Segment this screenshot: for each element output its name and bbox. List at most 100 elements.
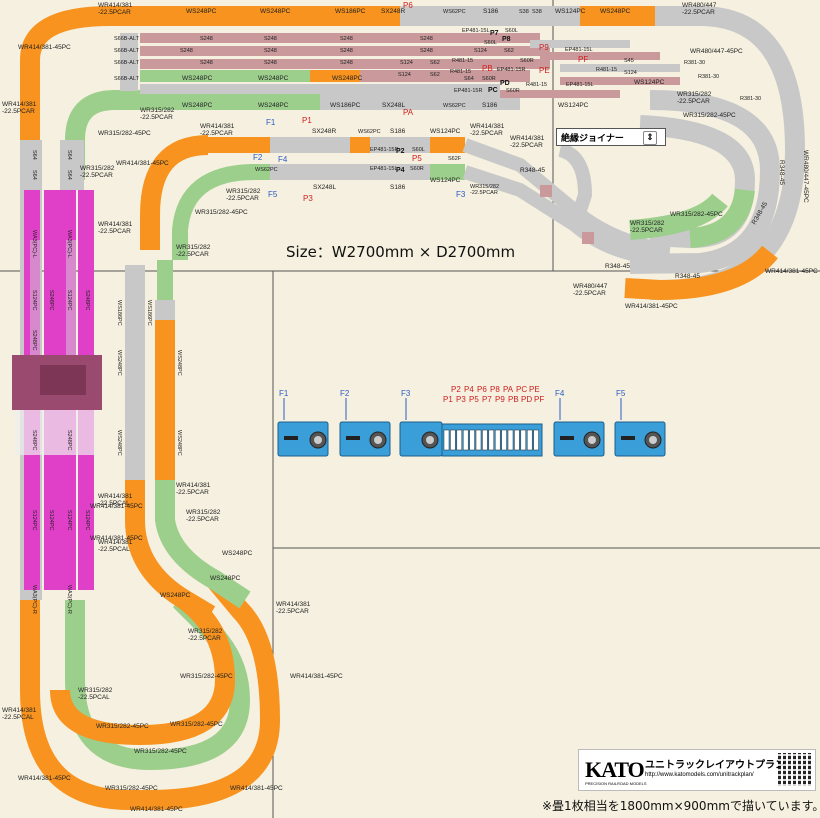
track-label: R381-30 [684, 60, 705, 66]
track-label: -22.5PCAR [510, 142, 543, 149]
track-label: WS248PC [222, 550, 253, 557]
turnout-switch-key[interactable] [494, 429, 501, 451]
power-pack-f2[interactable] [339, 421, 391, 457]
track-label: -22.5PCAL [2, 714, 34, 721]
track-label: WR315/282 [140, 107, 175, 114]
track-label: WS248PC [258, 102, 289, 109]
controller-f5-label: F5 [616, 389, 626, 398]
track-label: -22.5PCAR [682, 9, 715, 16]
brand-title: ユニトラックレイアウトプラン [645, 760, 785, 771]
feeder-label: F4 [278, 155, 288, 164]
track-label: WR315/282-45PC [195, 209, 248, 216]
track-label: -22.5PCAR [630, 227, 663, 234]
track-label: -22.5PCAR [80, 172, 113, 179]
track-label: WS248PC [600, 8, 631, 15]
point-label: P7 [490, 30, 499, 37]
turnout-labels-bottom: P1 P3 P5 P7 P9 PB PD PF [443, 395, 544, 404]
turnout-switch-key[interactable] [482, 429, 488, 451]
power-pack-f3[interactable] [399, 421, 443, 457]
layout-size-label: Size：W2700mm × D2700mm [286, 243, 516, 261]
track-label: EP481-15L [566, 82, 594, 88]
track-label: WR414/381 [2, 101, 37, 108]
center-vertical [50, 265, 251, 746]
turnout-switch-key[interactable] [507, 429, 514, 451]
turnout-switch-key[interactable] [456, 429, 463, 451]
track-label: S248 [340, 60, 353, 66]
track-label: WS248PC [186, 8, 217, 15]
track-label: WR315/282 [470, 184, 499, 190]
track-label: S124PC [31, 510, 37, 531]
turnout-switches [443, 429, 539, 451]
point-label: PD [500, 80, 510, 87]
track-label: WS62PC [358, 129, 381, 135]
track-label: WR315/282 [186, 509, 221, 516]
track-label: WS248PC [160, 592, 191, 599]
track-label: WR480/447 [573, 283, 608, 290]
track-label: WR315/282-45PC [683, 112, 736, 119]
brand-url[interactable]: http://www.katomodels.com/unitrackplan/ [645, 772, 754, 778]
power-pack-f5[interactable] [614, 421, 666, 457]
track-label: S64 [66, 150, 72, 160]
track-label: S124PC [66, 290, 72, 311]
switch-label: PA [503, 385, 514, 394]
track-label: WR414/381 [98, 493, 133, 500]
power-pack-f4[interactable] [553, 421, 605, 457]
turnout-switch-key[interactable] [443, 429, 450, 451]
track-label: WR414/381 [470, 123, 505, 130]
track-label: WA3(PC)-R [31, 585, 37, 614]
track-label: EP481-15R [370, 147, 398, 153]
track-label: S248PC [48, 290, 54, 311]
point-label: PB [482, 64, 493, 73]
track-label: R481-15 [450, 69, 471, 75]
track-label: WS248PC [210, 575, 241, 582]
kato-logo-sub: PRECISION RAILROAD MODELS [585, 781, 647, 786]
track-label: -22.5PCAR [573, 290, 606, 297]
switch-label: PB [508, 395, 519, 404]
controller-f4-label: F4 [555, 389, 565, 398]
track-labels-inner: WR315/282 -22.5PCAR WS248PC WS248PC WS18… [140, 102, 700, 280]
turnout-switch-key[interactable] [462, 429, 469, 451]
track-label: S124PC [48, 510, 54, 531]
turnout-switch-key[interactable] [520, 429, 527, 451]
track-label: S248 [340, 36, 353, 42]
track-label: S248 [200, 36, 213, 42]
feeder-label: F2 [253, 153, 263, 162]
turnout-switch-key[interactable] [450, 429, 456, 451]
switch-label: P7 [482, 395, 492, 404]
switch-label: P3 [456, 395, 466, 404]
track-label: -22.5PCAR [470, 130, 503, 137]
turnout-labels-top: P2 P4 P6 P8 PA PC PE [451, 385, 540, 394]
track-label: WR414/381-45PC [290, 673, 343, 680]
turnout-switch-key[interactable] [501, 429, 507, 451]
track-label: WS186PC [335, 8, 366, 15]
track-label: S60L [412, 147, 425, 153]
turnout-switch-key[interactable] [488, 429, 495, 451]
track-label: WS248PC [182, 75, 213, 82]
turnout-switch-key[interactable] [526, 429, 533, 451]
track-label: S186 [390, 128, 406, 135]
inner-loop [140, 135, 728, 300]
track-label: WR315/282-45PC [134, 748, 187, 755]
track-label: EP481-15L [370, 166, 398, 172]
track-label: S248 [420, 36, 433, 42]
turnout-switch-key[interactable] [533, 429, 539, 451]
track-label: -22.5PCAR [186, 516, 219, 523]
track-label: S64 [31, 170, 37, 180]
track-label: S186 [390, 184, 406, 191]
track-label: WS248PC [260, 8, 291, 15]
turnout-switch-key[interactable] [469, 429, 475, 451]
track-label: S248 [340, 48, 353, 54]
track-label: WR414/381-45PC [765, 268, 818, 275]
track-label: -22.5PCAR [470, 190, 498, 196]
track-label: -22.5PCAR [276, 608, 309, 615]
power-pack-f1[interactable] [277, 421, 329, 457]
track-label: WR315/282-45PC [105, 785, 158, 792]
track-label: S124 [400, 60, 413, 66]
feeder-label: F5 [268, 190, 278, 199]
turnout-switch-key[interactable] [514, 429, 520, 451]
switch-label: PF [534, 395, 544, 404]
track-label: WR414/381-45PC [116, 160, 169, 167]
turnout-switch-key[interactable] [475, 429, 482, 451]
track-label: S64 [464, 76, 474, 82]
track-label: S38 [519, 9, 529, 15]
